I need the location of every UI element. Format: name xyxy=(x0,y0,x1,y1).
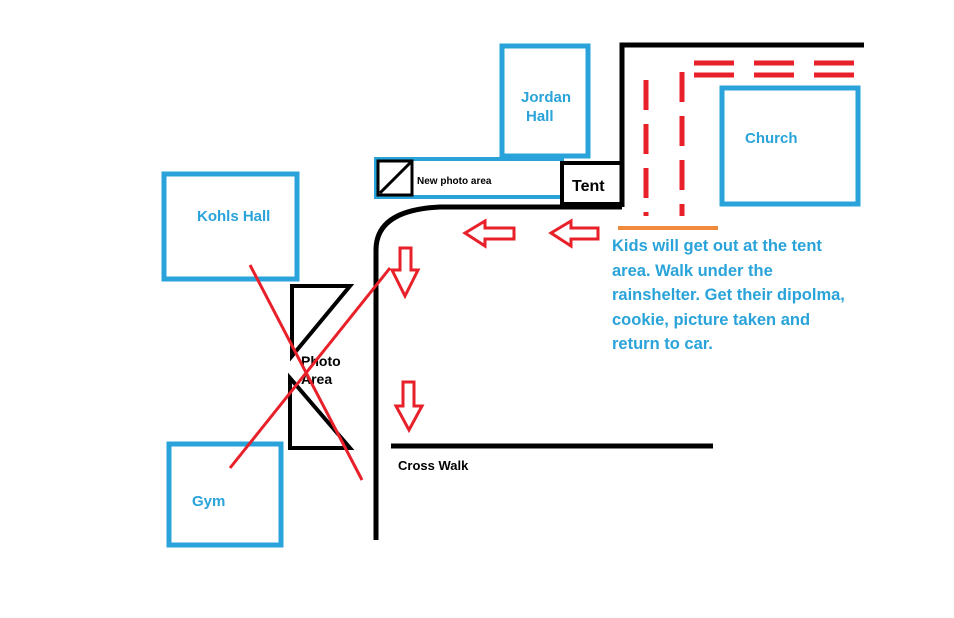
roads xyxy=(373,42,864,540)
old-photo-area: Photo Area xyxy=(288,284,355,450)
main-road xyxy=(373,204,622,540)
kohls-hall-label: Kohls Hall xyxy=(197,208,270,225)
cross-out-x xyxy=(228,264,392,481)
church: Church xyxy=(719,85,861,207)
jordan-hall-label-line1: Jordan xyxy=(521,89,571,106)
new-photo-area: New photo area xyxy=(374,157,564,199)
arrow-down-icon xyxy=(393,380,425,434)
arrow-down-icon xyxy=(389,246,421,300)
arrow-left-icon xyxy=(548,218,600,249)
entrance-road xyxy=(619,42,864,207)
jordan-hall: Jordan Hall xyxy=(499,43,591,159)
arrow-left-icon xyxy=(462,218,516,249)
direction-arrows xyxy=(389,218,600,434)
cross-walk-label: Cross Walk xyxy=(398,458,469,473)
church-label: Church xyxy=(745,130,798,147)
instructions-note: Kids will get out at the tent area. Walk… xyxy=(612,237,845,353)
gym: Gym xyxy=(166,441,284,548)
gym-label: Gym xyxy=(192,493,225,510)
traffic-dashes xyxy=(643,60,856,216)
kohls-hall: Kohls Hall xyxy=(161,171,300,282)
jordan-hall-label-line2: Hall xyxy=(526,108,554,125)
tent-label: Tent xyxy=(572,178,605,195)
tent: Tent xyxy=(560,161,624,206)
new-photo-area-label: New photo area xyxy=(417,176,492,187)
